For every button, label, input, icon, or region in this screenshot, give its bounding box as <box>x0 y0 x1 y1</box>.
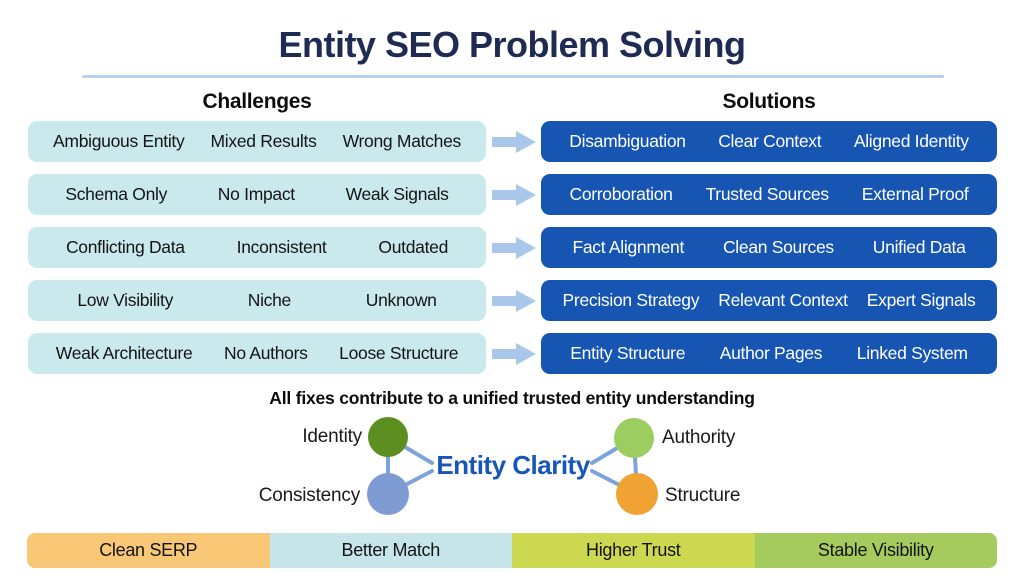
solution-box: Corroboration Trusted Sources External P… <box>541 174 997 215</box>
challenge-item: Inconsistent <box>236 237 327 257</box>
outcome-bar: Clean SERP Better Match Higher Trust Sta… <box>27 533 997 568</box>
outcome-clean-serp: Clean SERP <box>27 533 270 568</box>
challenge-item: Unknown <box>365 290 437 310</box>
outcome-better-match: Better Match <box>269 533 512 568</box>
challenge-item: Schema Only <box>65 184 168 204</box>
right-arrow-icon <box>491 289 536 312</box>
summary-statement: All fixes contribute to a unified truste… <box>269 388 755 408</box>
row-conflicting-data: Conflicting Data Inconsistent Outdated F… <box>28 227 997 268</box>
title-divider <box>82 75 944 78</box>
challenge-box: Low Visibility Niche Unknown <box>28 280 486 321</box>
solution-item: Relevant Context <box>718 290 848 310</box>
challenge-box: Ambiguous Entity Mixed Results Wrong Mat… <box>28 121 486 162</box>
solution-box: Precision Strategy Relevant Context Expe… <box>541 280 997 321</box>
row-visibility: Low Visibility Niche Unknown Precision S… <box>28 280 997 321</box>
right-arrow-icon <box>491 130 536 153</box>
solution-box: Fact Alignment Clean Sources Unified Dat… <box>541 227 997 268</box>
authority-label: Authority <box>662 427 736 448</box>
challenge-item: Mixed Results <box>210 131 317 151</box>
arrow-cell <box>486 235 541 261</box>
right-arrow-icon <box>491 236 536 259</box>
challenge-item: Niche <box>247 290 292 310</box>
challenge-item: No Authors <box>223 343 308 363</box>
arrow-cell <box>486 129 541 155</box>
solution-box: Entity Structure Author Pages Linked Sys… <box>541 333 997 374</box>
solution-item: Clear Context <box>718 131 822 151</box>
solution-item: Trusted Sources <box>705 184 830 204</box>
challenge-box: Schema Only No Impact Weak Signals <box>28 174 486 215</box>
column-headers: Challenges Solutions <box>28 90 997 114</box>
solution-item: Entity Structure <box>570 343 686 363</box>
challenge-item: No Impact <box>217 184 295 204</box>
challenge-item: Outdated <box>378 237 449 257</box>
identity-node <box>368 417 408 457</box>
challenge-item: Loose Structure <box>339 343 459 363</box>
solution-item: Linked System <box>856 343 968 363</box>
challenge-item: Weak Architecture <box>55 343 193 363</box>
consistency-label: Consistency <box>258 485 360 506</box>
challenge-item: Low Visibility <box>77 290 174 310</box>
challenge-item: Conflicting Data <box>65 237 185 257</box>
solution-box: Disambiguation Clear Context Aligned Ide… <box>541 121 997 162</box>
entity-clarity-diagram <box>367 417 658 515</box>
solution-item: Aligned Identity <box>853 131 969 151</box>
solution-item: Unified Data <box>872 237 966 257</box>
solution-item: Expert Signals <box>866 290 976 310</box>
row-ambiguity: Ambiguous Entity Mixed Results Wrong Mat… <box>28 121 997 162</box>
solution-item: External Proof <box>861 184 969 204</box>
row-architecture: Weak Architecture No Authors Loose Struc… <box>28 333 997 374</box>
right-arrow-icon <box>491 342 536 365</box>
structure-label: Structure <box>665 485 741 506</box>
consistency-node <box>367 473 409 515</box>
outcome-higher-trust: Higher Trust <box>512 533 755 568</box>
solution-item: Corroboration <box>569 184 673 204</box>
solution-item: Fact Alignment <box>572 237 685 257</box>
solution-item: Clean Sources <box>722 237 834 257</box>
entity-clarity-label: Entity Clarity <box>436 450 590 480</box>
challenge-box: Conflicting Data Inconsistent Outdated <box>28 227 486 268</box>
challenge-item: Ambiguous Entity <box>53 131 185 151</box>
challenges-header: Challenges <box>202 90 312 113</box>
outcome-stable-visibility: Stable Visibility <box>754 533 997 568</box>
challenge-box: Weak Architecture No Authors Loose Struc… <box>28 333 486 374</box>
right-arrow-icon <box>491 183 536 206</box>
authority-node <box>614 418 654 458</box>
arrow-cell <box>486 341 541 367</box>
row-schema: Schema Only No Impact Weak Signals Corro… <box>28 174 997 215</box>
arrow-cell <box>486 288 541 314</box>
arrow-cell <box>486 182 541 208</box>
page-title: Entity SEO Problem Solving <box>278 24 746 65</box>
solutions-header: Solutions <box>722 90 816 113</box>
challenge-item: Weak Signals <box>345 184 449 204</box>
solution-item: Precision Strategy <box>562 290 700 310</box>
structure-node <box>616 473 658 515</box>
solution-item: Disambiguation <box>569 131 686 151</box>
solution-item: Author Pages <box>719 343 823 363</box>
identity-label: Identity <box>302 426 362 447</box>
mapping-rows: Ambiguous Entity Mixed Results Wrong Mat… <box>28 121 997 374</box>
challenge-item: Wrong Matches <box>342 131 462 151</box>
